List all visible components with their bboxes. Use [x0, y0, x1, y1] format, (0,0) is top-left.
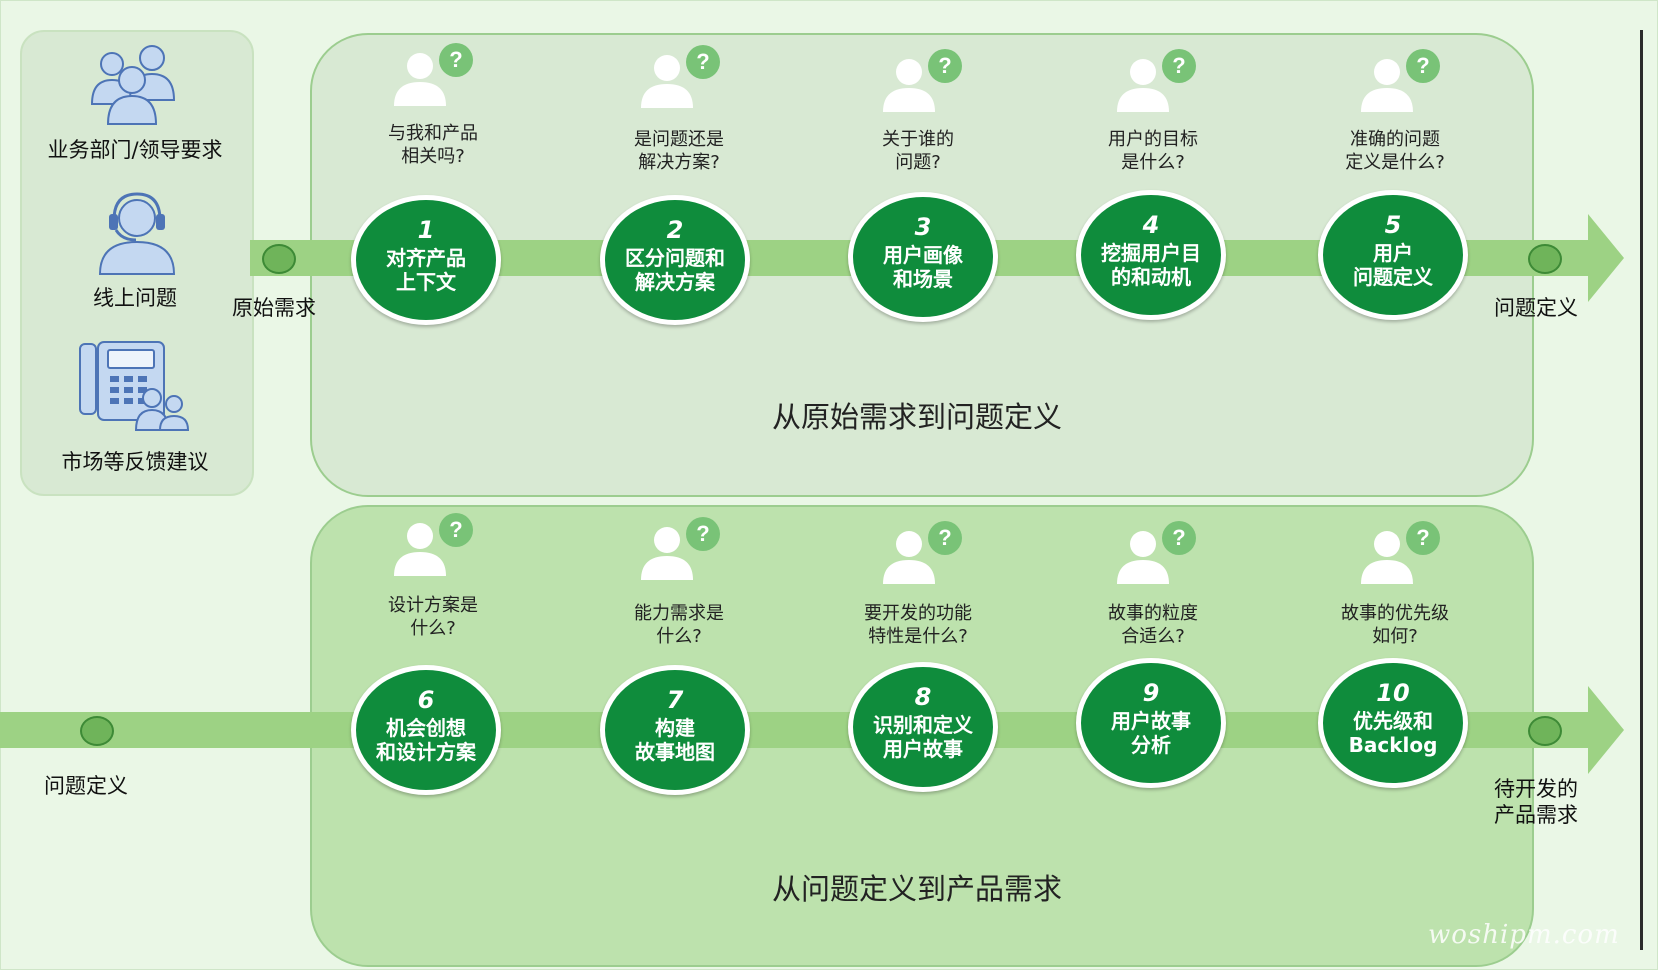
- watermark: woshipm.com: [1428, 920, 1620, 950]
- step-question: 是问题还是 解决方案?: [634, 129, 724, 173]
- step-label: 构建 故事地图: [635, 716, 715, 764]
- source-label-leadership: 业务部门/领导要求: [47, 138, 223, 162]
- step-number: 3: [914, 213, 932, 241]
- svg-text:?: ?: [1172, 53, 1185, 78]
- phone-feedback-icon: [79, 341, 190, 431]
- step-question: 要开发的功能 特性是什么?: [864, 603, 972, 647]
- step-number: 9: [1142, 679, 1160, 707]
- step-question: 用户的目标 是什么?: [1108, 129, 1198, 173]
- step-label: 用户 问题定义: [1353, 241, 1433, 289]
- step-question: 关于谁的 问题?: [882, 129, 954, 173]
- svg-text:?: ?: [449, 517, 462, 542]
- row2-input-label: 问题定义: [44, 774, 128, 798]
- step-question: 故事的粒度 合适么?: [1108, 603, 1198, 647]
- step-number: 2: [666, 216, 684, 244]
- svg-text:?: ?: [449, 47, 462, 72]
- row1-input-label: 原始需求: [232, 296, 316, 320]
- user-question-icon: ?: [641, 517, 720, 580]
- user-question-icon: ?: [394, 513, 473, 576]
- svg-text:?: ?: [1172, 525, 1185, 550]
- user-question-icon: ?: [1361, 521, 1440, 584]
- step-label: 区分问题和 解决方案: [625, 246, 725, 294]
- step-label: 用户画像 和场景: [883, 243, 963, 291]
- source-label-market-feedback: 市场等反馈建议: [61, 450, 209, 474]
- row1-output-label: 问题定义: [1494, 296, 1578, 320]
- step-label: 机会创想 和设计方案: [376, 716, 476, 764]
- step-number: 6: [417, 686, 435, 714]
- user-question-icon: ?: [641, 45, 720, 108]
- svg-text:?: ?: [938, 525, 951, 550]
- user-question-icon: ?: [394, 43, 473, 106]
- people-group-icon: [90, 45, 176, 125]
- step-label: 优先级和 Backlog: [1348, 709, 1438, 757]
- user-question-icon: ?: [1117, 49, 1196, 112]
- step-number: 8: [914, 683, 932, 711]
- step-question: 能力需求是 什么?: [634, 603, 724, 647]
- step-number: 1: [417, 216, 435, 244]
- user-question-icon: ?: [883, 521, 962, 584]
- user-question-icon: ?: [1117, 521, 1196, 584]
- row1-arrowhead: [1588, 214, 1624, 302]
- row1-input-dot: [262, 244, 296, 274]
- step-label: 对齐产品 上下文: [386, 246, 466, 294]
- svg-text:?: ?: [1416, 53, 1429, 78]
- user-question-icon: ?: [1361, 49, 1440, 112]
- svg-text:?: ?: [1416, 525, 1429, 550]
- step-number: 7: [666, 686, 684, 714]
- row2-input-dot: [80, 716, 114, 746]
- step-number: 5: [1384, 211, 1402, 239]
- phase2-title: 从问题定义到产品需求: [772, 872, 1063, 906]
- row2-arrowhead: [1588, 686, 1624, 774]
- row2-output-dot: [1528, 716, 1562, 746]
- svg-text:?: ?: [696, 49, 709, 74]
- headset-support-icon: [98, 192, 176, 275]
- step-label: 挖掘用户目 的和动机: [1101, 241, 1201, 289]
- step-question: 设计方案是 什么?: [388, 595, 478, 639]
- step-question: 准确的问题 定义是什么?: [1345, 129, 1445, 173]
- row1-output-dot: [1528, 244, 1562, 274]
- step-question: 与我和产品 相关吗?: [388, 123, 478, 167]
- step-label: 识别和定义 用户故事: [873, 713, 973, 761]
- row2-output-label: 待开发的 产品需求: [1494, 777, 1578, 827]
- step-label: 用户故事 分析: [1111, 709, 1191, 757]
- source-label-online-issues: 线上问题: [93, 286, 177, 310]
- right-divider: [1640, 30, 1643, 950]
- svg-text:?: ?: [696, 521, 709, 546]
- phase1-title: 从原始需求到问题定义: [772, 400, 1063, 434]
- step-number: 4: [1142, 211, 1160, 239]
- svg-text:?: ?: [938, 53, 951, 78]
- step-number: 10: [1376, 679, 1410, 707]
- user-question-icon: ?: [883, 49, 962, 112]
- step-question: 故事的优先级 如何?: [1341, 603, 1449, 647]
